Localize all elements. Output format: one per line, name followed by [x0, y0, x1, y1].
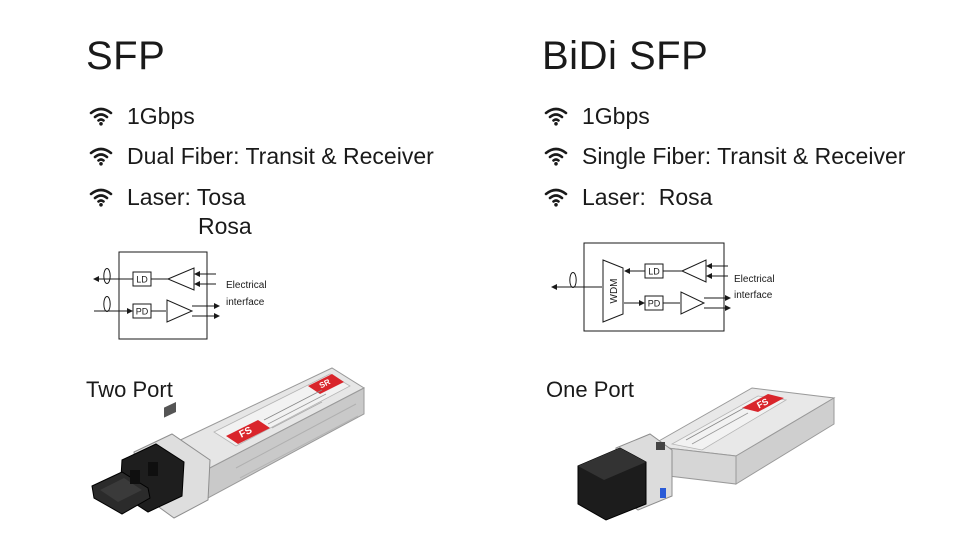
fiber-lens: [569, 272, 577, 288]
sfp-block-diagram: LD PD Electrical interface: [93, 251, 267, 340]
wdm-block: [602, 259, 624, 323]
sfp-title: SFP: [86, 34, 166, 78]
wifi-icon: [544, 147, 568, 166]
bidi-module-image: FS: [577, 387, 836, 521]
sfp-port-label: Two Port: [86, 377, 173, 402]
bullet-text: 1Gbps: [127, 103, 195, 129]
fiber-lens-rx: [103, 296, 111, 312]
bidi-port-label: One Port: [546, 377, 635, 402]
sfp-module-image: FS SR: [91, 367, 366, 519]
driver-amp: [166, 267, 195, 291]
sfp-bullet-speed: 1Gbps: [89, 102, 195, 130]
bullet-text: 1Gbps: [582, 103, 650, 129]
bidi-sfp-title: BiDi SFP: [542, 34, 709, 78]
ld-label: LD: [648, 267, 660, 277]
bullet-text: Single Fiber: Transit & Receiver: [582, 143, 906, 169]
wifi-icon: [89, 107, 113, 126]
sfp-bullet-laser: Laser: Tosa: [89, 183, 245, 211]
pd-label: PD: [136, 307, 149, 317]
module-brand: FS: [238, 425, 255, 441]
driver-amp: [680, 259, 707, 283]
fiber-lens-tx: [103, 268, 111, 284]
ld-label: LD: [136, 275, 148, 285]
wifi-icon: [544, 107, 568, 126]
wdm-label: WDM: [609, 279, 620, 304]
module-brand: FS: [755, 396, 770, 410]
electrical-label: Electrical: [734, 274, 775, 285]
wifi-icon: [89, 188, 113, 207]
bullet-text: Laser: Rosa: [582, 184, 713, 210]
bidi-bullet-fiber: Single Fiber: Transit & Receiver: [544, 142, 905, 170]
receiver-amp: [166, 299, 194, 323]
bullet-text: Laser: Tosa: [127, 184, 246, 210]
electrical-label: Electrical: [226, 280, 267, 291]
receiver-amp: [680, 291, 706, 315]
pd-label: PD: [648, 299, 661, 309]
sfp-bullet-fiber: Dual Fiber: Transit & Receiver: [89, 142, 434, 170]
sfp-laser-rosa: Rosa: [198, 213, 252, 239]
wifi-icon: [89, 147, 113, 166]
bidi-block-diagram: WDM LD PD Electrical interface: [551, 242, 775, 332]
interface-label: interface: [226, 297, 265, 308]
bullet-text: Dual Fiber: Transit & Receiver: [127, 143, 434, 169]
module-box: [118, 251, 208, 340]
bidi-bullet-laser: Laser: Rosa: [544, 183, 712, 211]
bidi-bullet-speed: 1Gbps: [544, 102, 650, 130]
wifi-icon: [544, 188, 568, 207]
interface-label: interface: [734, 290, 773, 301]
